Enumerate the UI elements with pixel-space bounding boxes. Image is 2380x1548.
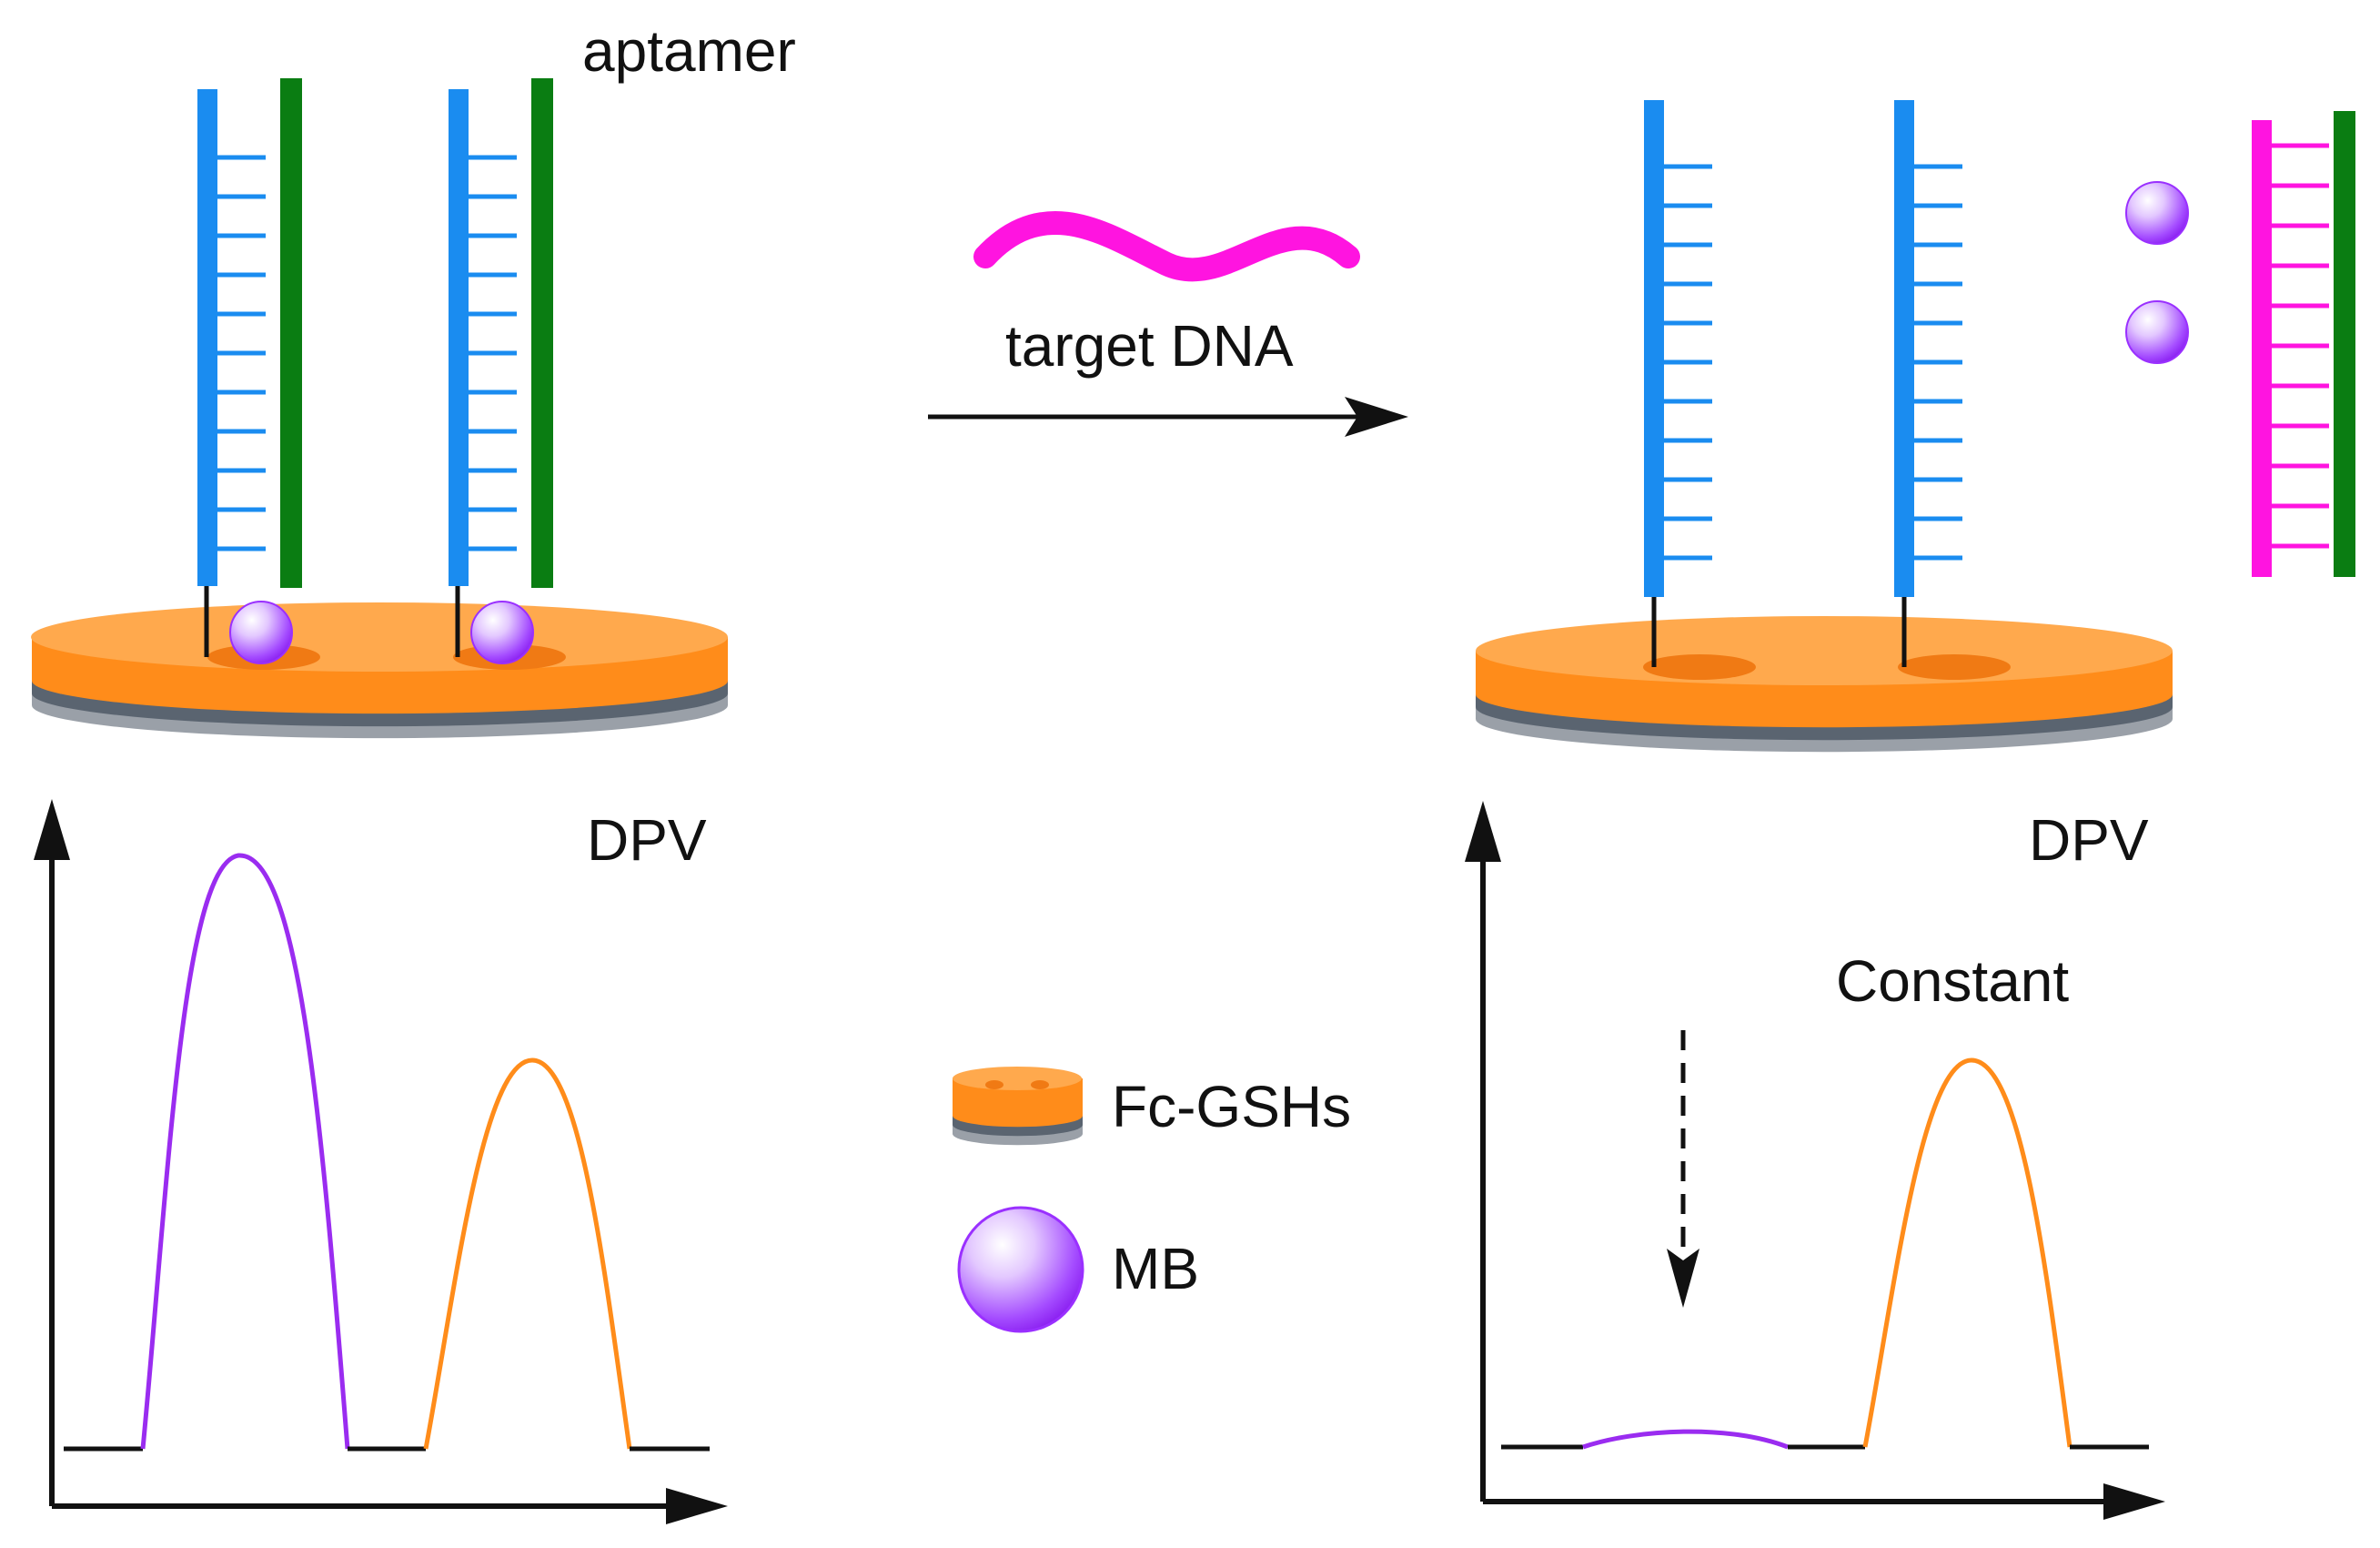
legend-electrode-label: Fc-GSHs bbox=[1112, 1074, 1351, 1139]
methylene-blue-bead-icon bbox=[957, 1206, 1084, 1333]
bead-icon bbox=[229, 601, 293, 664]
target-dna-strand bbox=[973, 210, 1360, 282]
fc-signal-peak bbox=[423, 1057, 632, 1450]
mb-signal-flat bbox=[1582, 1429, 1789, 1450]
right-probe-2 bbox=[1894, 100, 1962, 667]
right-probe-1 bbox=[1644, 100, 1712, 667]
constant-label: Constant bbox=[1836, 948, 2069, 1014]
right-electrode bbox=[1476, 616, 2173, 753]
left-duplex-2 bbox=[449, 78, 553, 664]
left-dpv-plot bbox=[34, 799, 728, 1524]
bead-icon bbox=[2125, 300, 2189, 364]
dpv-left-label: DPV bbox=[587, 807, 707, 873]
left-duplex-1 bbox=[197, 78, 302, 664]
bead-icon bbox=[2125, 181, 2189, 245]
reaction-arrow-icon bbox=[928, 397, 1408, 437]
target-aptamer-duplex bbox=[2252, 111, 2355, 577]
aptamer-label: aptamer bbox=[582, 18, 796, 84]
left-electrode bbox=[31, 602, 729, 739]
legend-bead-label: MB bbox=[1112, 1236, 1199, 1301]
dpv-right-label: DPV bbox=[2029, 807, 2149, 873]
bead-icon bbox=[470, 601, 534, 664]
mb-signal-peak bbox=[140, 853, 350, 1450]
electrode-icon bbox=[953, 1067, 1083, 1146]
signal-decrease-arrow-icon bbox=[1667, 1030, 1699, 1308]
right-dpv-plot bbox=[1465, 801, 2165, 1520]
target-dna-label: target DNA bbox=[1005, 313, 1294, 379]
fc-signal-peak bbox=[1862, 1057, 2072, 1448]
